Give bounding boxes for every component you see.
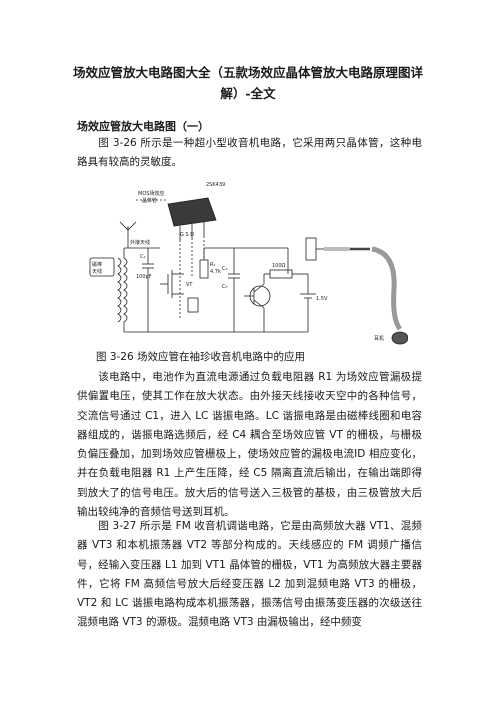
paragraph-intro: 图 3-26 所示是一种超小型收音机电路，它采用两只晶体管，这种电路具有较高的灵… xyxy=(77,134,422,173)
document-title: 场效应管放大电路图大全（五款场效应晶体管放大电路原理图详解）-全文 xyxy=(72,65,423,101)
figure-caption: 图 3-26 场效应管在袖珍收音机电路中的应用 xyxy=(96,351,306,363)
vt-label: VT xyxy=(186,282,193,288)
transistor-code-label: 2SK439 xyxy=(206,182,225,188)
r1-value-label: 4.7k xyxy=(210,269,221,275)
c5-label: C₅ xyxy=(222,284,228,290)
paragraph-fm-tuner-text: 图 3-27 所示是 FM 收音机调谐电路，它是由高频放大器 VT1、混频器 V… xyxy=(77,520,422,629)
rod-antenna-label-2: 天线 xyxy=(92,268,102,275)
c3-label: C₃ xyxy=(222,266,228,272)
circuit-diagram-figure: 2SK439 MOS场效应 晶体管 G S D 外接天线 磁棒 天线 C₁ 10… xyxy=(89,182,408,345)
c1-label: C₁ xyxy=(140,254,146,260)
mos-label-2: 晶体管 xyxy=(142,197,157,204)
c1-value-label: 100pF xyxy=(136,274,152,280)
paragraph-intro-text: 图 3-26 所示是一种超小型收音机电路，它采用两只晶体管，这种电路具有较高的灵… xyxy=(77,137,422,169)
section-heading: 场效应管放大电路图（一） xyxy=(77,120,209,133)
paragraph-circuit-explanation: 该电路中，电池作为直流电源通过负载电阻器 R1 为场效应管漏极提供偏置电压，使其… xyxy=(77,368,422,522)
r3-label: 100Ω xyxy=(272,263,286,269)
mos-label: MOS场效应 xyxy=(138,190,164,197)
pins-label: G S D xyxy=(180,232,194,238)
paragraph-circuit-explanation-text: 该电路中，电池作为直流电源通过负载电阻器 R1 为场效应管漏极提供偏置电压，使其… xyxy=(77,371,422,519)
mosfet-body xyxy=(167,197,217,227)
r1-label: R₁ xyxy=(210,262,215,268)
earphone-label: 耳机 xyxy=(374,335,384,342)
battery-label: 1.5V xyxy=(316,296,328,302)
rod-antenna-label: 磁棒 xyxy=(92,261,102,268)
antenna-label: 外接天线 xyxy=(130,239,150,246)
paragraph-fm-tuner: 图 3-27 所示是 FM 收音机调谐电路，它是由高频放大器 VT1、混频器 V… xyxy=(77,517,422,633)
